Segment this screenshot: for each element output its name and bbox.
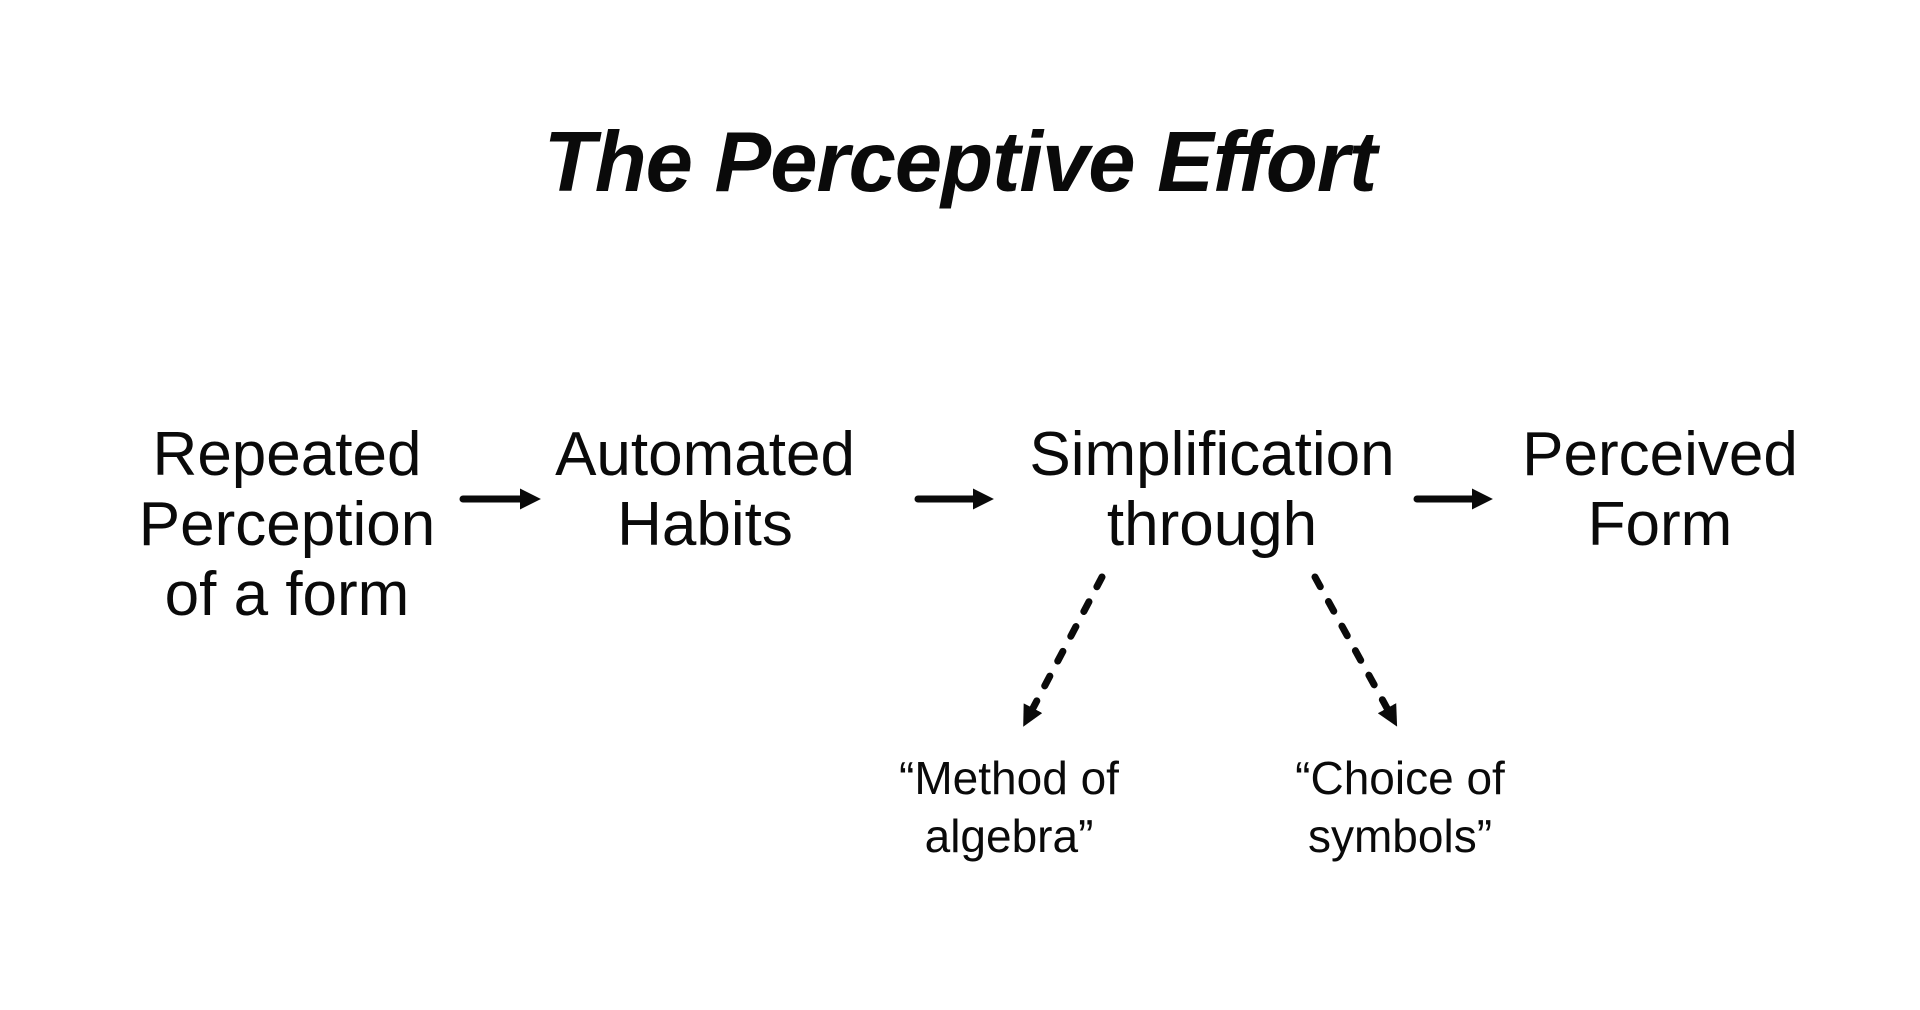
dashed-arrow-choice-of-symbols <box>1311 573 1398 727</box>
node-automated-habits: Automated Habits <box>555 420 855 559</box>
slide-title: The Perceptive Effort <box>543 115 1377 210</box>
node-repeated-perception: Repeated Perception of a form <box>138 420 436 629</box>
branch-choice-of-symbols: “Choice of symbols” <box>1295 752 1505 862</box>
branch-method-of-algebra: “Method of algebra” <box>899 752 1119 862</box>
node-simplification: Simplification through <box>1029 420 1395 559</box>
dashed-arrow-method-of-algebra <box>1023 573 1106 727</box>
node-perceived-form: Perceived Form <box>1522 420 1798 559</box>
